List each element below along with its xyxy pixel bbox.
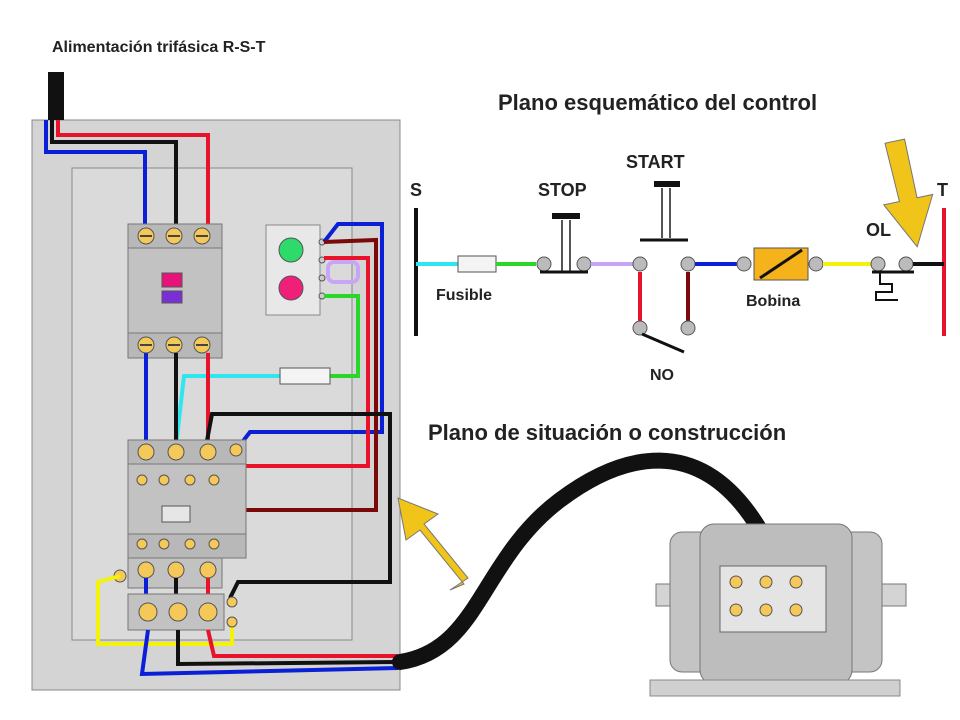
wire-t-supply xyxy=(44,120,147,232)
ol-label: OL xyxy=(866,220,891,240)
motor-cable xyxy=(392,452,768,670)
wire-lamp-red xyxy=(238,256,370,468)
wire-yellow xyxy=(96,574,234,646)
wire-out-black xyxy=(176,630,401,667)
arrow-icon xyxy=(397,497,469,591)
motor-icon xyxy=(649,523,907,697)
breaker-icon xyxy=(127,223,223,359)
stop-button-symbol xyxy=(536,213,592,274)
schematic-title: Plano esquemático del control xyxy=(498,90,817,115)
situation-title: Plano de situación o construcción xyxy=(428,420,786,445)
schematic-fuse xyxy=(457,255,497,273)
supply-cable xyxy=(48,72,64,120)
supply-title: Alimentación trifásica R-S-T xyxy=(52,39,266,56)
wire-lamp-green xyxy=(324,294,360,378)
wire-black-loop xyxy=(204,412,392,599)
pilot-lamp-icon xyxy=(265,224,326,316)
coil-label: Bobina xyxy=(746,293,800,310)
green-lamp xyxy=(278,237,304,263)
arrow-icon-ol xyxy=(882,138,934,248)
start-label: START xyxy=(626,152,685,172)
s-label: S xyxy=(410,180,422,200)
wire-out-blue xyxy=(139,629,399,677)
start-button-symbol xyxy=(632,181,696,272)
red-lamp xyxy=(278,275,304,301)
no-label: NO xyxy=(650,367,674,384)
no-contact-symbol xyxy=(632,320,696,354)
stop-label: STOP xyxy=(538,180,587,200)
wire-lamp-darkred xyxy=(238,237,378,512)
wire-lamp-lilac xyxy=(326,260,360,284)
wire-s-supply xyxy=(50,120,178,232)
overload-relay-icon xyxy=(127,593,238,631)
ol-contact-symbol xyxy=(870,256,914,301)
wire-cyan xyxy=(174,374,280,447)
wire-lamp-blue xyxy=(238,222,384,447)
wire-out-red xyxy=(206,629,398,658)
coil-symbol xyxy=(736,247,824,281)
wire-r-supply xyxy=(56,120,210,232)
panel-fuse xyxy=(279,367,331,385)
t-label: T xyxy=(937,180,948,200)
fuse-label: Fusible xyxy=(436,287,492,304)
